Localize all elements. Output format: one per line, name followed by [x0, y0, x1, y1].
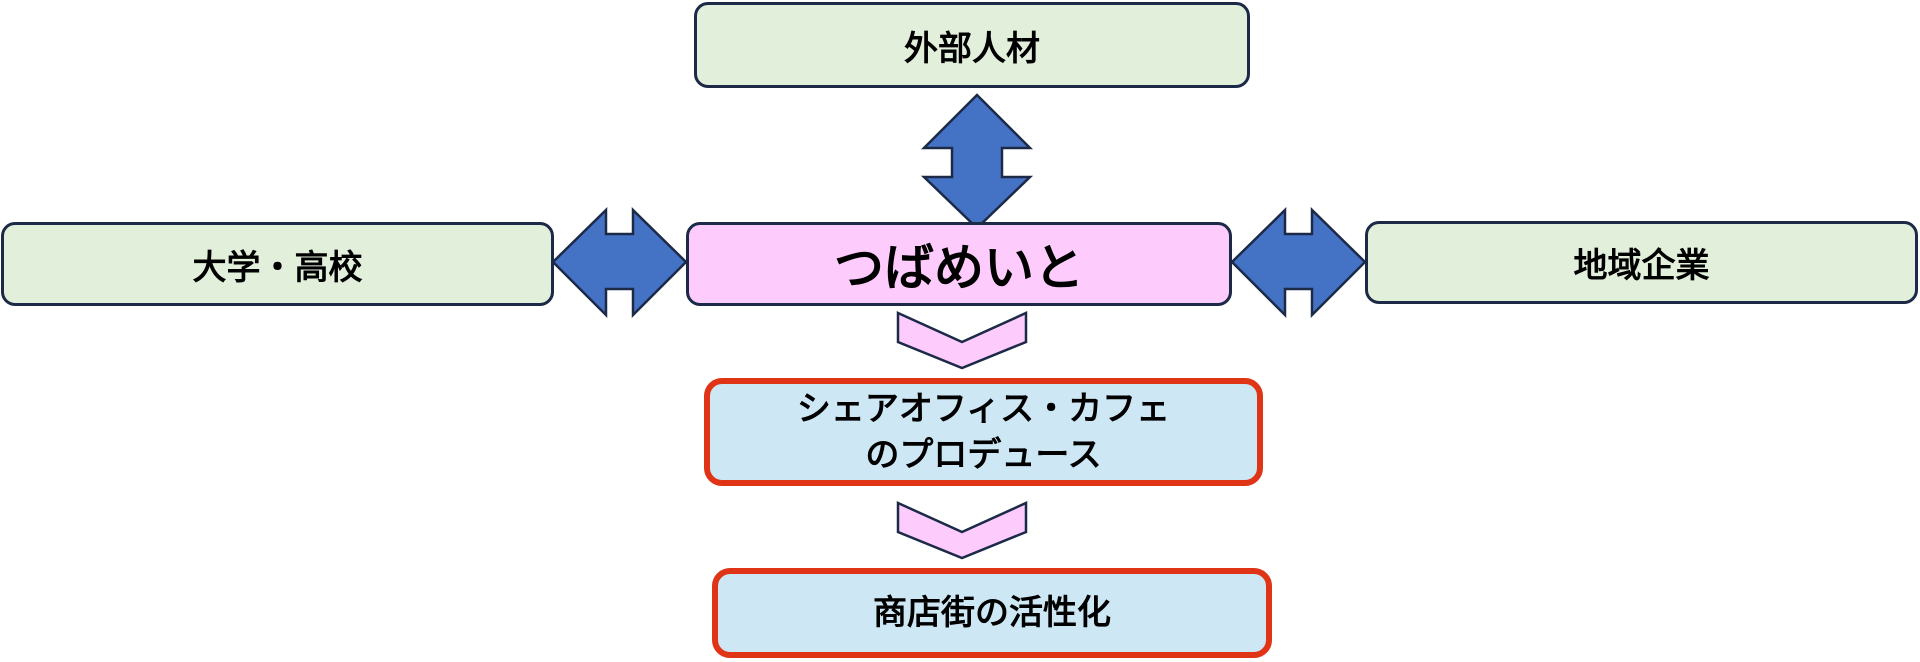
node-share-office-cafe: シェアオフィス・カフェ のプロデュース	[704, 378, 1263, 486]
node-label: 地域企業	[1573, 246, 1710, 286]
chevron-down-icon	[896, 501, 1028, 560]
double-arrow-left	[551, 207, 688, 319]
node-label-line2: のプロデュース	[865, 435, 1102, 475]
node-shopping-street-revitalization: 商店街の活性化	[712, 568, 1272, 658]
node-label: 大学・高校	[192, 247, 363, 288]
double-arrow-right	[1230, 207, 1367, 319]
node-tsubameito: つばめいと	[686, 222, 1232, 306]
node-label: 外部人材	[904, 28, 1040, 69]
node-label-line1: シェアオフィス・カフェ	[796, 389, 1171, 429]
node-local-companies: 地域企業	[1365, 221, 1918, 304]
node-university-highschool: 大学・高校	[1, 222, 554, 306]
node-label: 商店街の活性化	[873, 593, 1111, 633]
node-external-talent: 外部人材	[694, 2, 1250, 88]
chevron-down-icon	[896, 311, 1028, 370]
node-label: つばめいと	[834, 239, 1084, 297]
double-arrow-vertical	[920, 93, 1034, 230]
